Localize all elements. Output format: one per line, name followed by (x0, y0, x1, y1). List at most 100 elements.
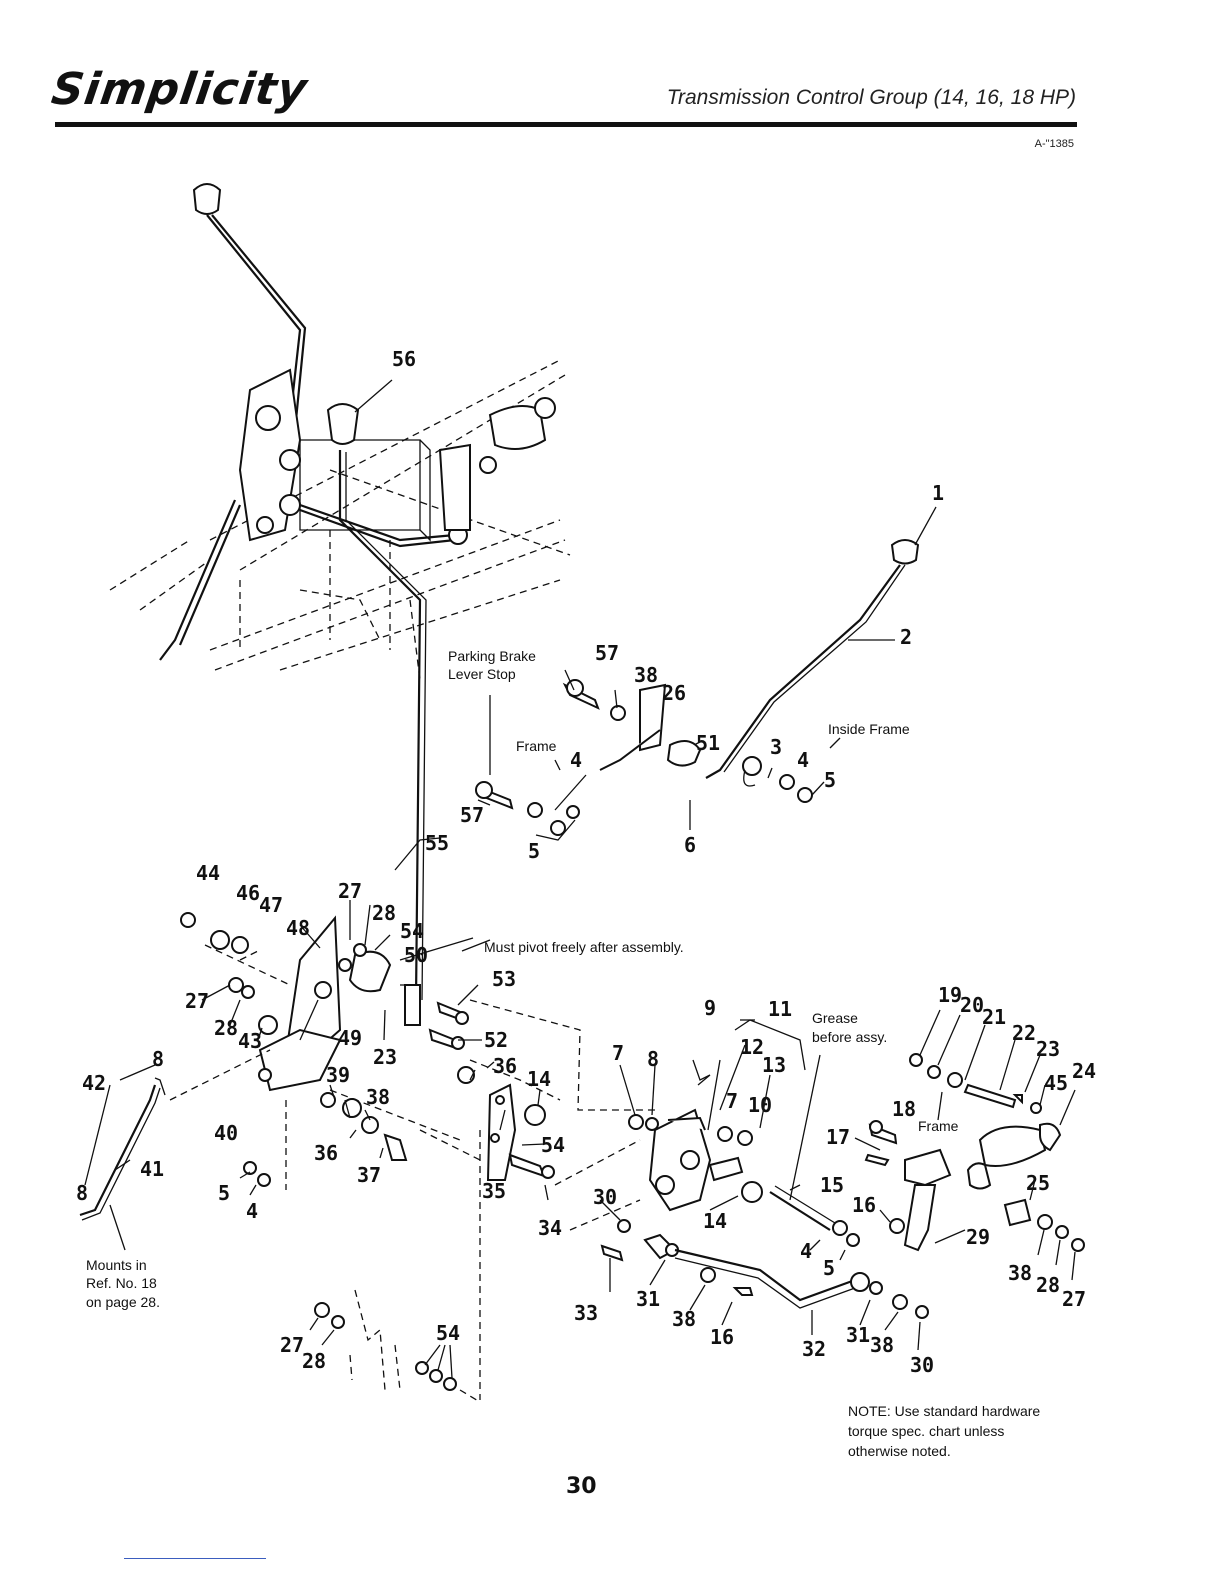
callout: 45 (1044, 1071, 1068, 1095)
note-grease-2: before assy. (812, 1029, 887, 1045)
callout: 8 (152, 1047, 164, 1071)
callout: 55 (425, 831, 449, 855)
note-torque: NOTE: Use standard hardware (848, 1403, 1040, 1419)
note-torque-3: otherwise noted. (848, 1443, 951, 1459)
callout: 38 (366, 1085, 390, 1109)
callout: 34 (538, 1216, 562, 1240)
callout-numbers: 1 2 3 4 5 6 26 51 38 57 57 4 5 56 55 44 … (76, 347, 1096, 1377)
note-parking-brake-2: Lever Stop (448, 666, 516, 682)
callout: 57 (460, 803, 484, 827)
callout: 56 (392, 347, 416, 371)
callout: 6 (684, 833, 696, 857)
callout: 4 (797, 748, 809, 772)
callout: 36 (493, 1054, 517, 1078)
callout: 22 (1012, 1021, 1036, 1045)
callout: 38 (672, 1307, 696, 1331)
callout: 41 (140, 1157, 164, 1181)
callout: 15 (820, 1173, 844, 1197)
callout: 28 (1036, 1273, 1060, 1297)
callout: 12 (740, 1035, 764, 1059)
callout: 16 (710, 1325, 734, 1349)
callout: 44 (196, 861, 220, 885)
note-mounts: Mounts in (86, 1257, 147, 1273)
callout: 14 (703, 1209, 727, 1233)
callout: 11 (768, 997, 792, 1021)
callout: 48 (286, 916, 310, 940)
shift-lever-upper (159, 183, 556, 661)
callout: 10 (748, 1093, 772, 1117)
note-torque-2: torque spec. chart unless (848, 1423, 1004, 1439)
callout: 8 (76, 1181, 88, 1205)
callout: 36 (314, 1141, 338, 1165)
callout: 28 (372, 901, 396, 925)
callout: 5 (824, 768, 836, 792)
callout: 53 (492, 967, 516, 991)
callout: 4 (246, 1199, 258, 1223)
page-number: 30 (566, 1474, 597, 1499)
callout: 54 (541, 1133, 565, 1157)
callout: 5 (528, 839, 540, 863)
callout: 17 (826, 1125, 850, 1149)
callout: 18 (892, 1097, 916, 1121)
callout: 7 (726, 1089, 738, 1113)
callout: 39 (326, 1063, 350, 1087)
right-lever-assembly (854, 1009, 1085, 1281)
header-rule (55, 122, 1077, 127)
callout: 23 (373, 1045, 397, 1069)
callout: 3 (770, 735, 782, 759)
callout: 4 (570, 748, 582, 772)
callout: 16 (852, 1193, 876, 1217)
callout: 14 (527, 1067, 551, 1091)
control-rod-assembly (475, 506, 937, 841)
callout: 38 (870, 1333, 894, 1357)
callout: 1 (932, 481, 944, 505)
bottom-detail-group (309, 1289, 481, 1403)
note-parking-brake: Parking Brake (448, 648, 536, 664)
callout: 30 (593, 1185, 617, 1209)
note-frame-top: Frame (516, 738, 557, 754)
callout: 35 (482, 1179, 506, 1203)
callout: 57 (595, 641, 619, 665)
page-title: Transmission Control Group (14, 16, 18 H… (666, 86, 1076, 109)
callout: 7 (612, 1041, 624, 1065)
callout: 40 (214, 1121, 238, 1145)
callout: 52 (484, 1028, 508, 1052)
callout: 9 (704, 996, 716, 1020)
callout: 8 (647, 1047, 659, 1071)
document-number: A-"1385 (1034, 138, 1074, 150)
main-lever-assembly (169, 379, 660, 1400)
callout: 25 (1026, 1171, 1050, 1195)
callout: 27 (185, 989, 209, 1013)
note-inside-frame: Inside Frame (828, 721, 910, 737)
callout: 5 (823, 1256, 835, 1280)
callout: 50 (404, 943, 428, 967)
callout: 27 (338, 879, 362, 903)
note-mounts-3: on page 28. (86, 1294, 160, 1310)
callout: 29 (966, 1225, 990, 1249)
callout: 24 (1072, 1059, 1096, 1083)
callout: 20 (960, 993, 984, 1017)
center-bracket (619, 1019, 860, 1261)
callout: 42 (82, 1071, 106, 1095)
rod-41-assembly (79, 1064, 166, 1251)
note-frame-right: Frame (918, 1118, 959, 1134)
callout: 27 (280, 1333, 304, 1357)
callout: 30 (910, 1353, 934, 1377)
callout: 46 (236, 881, 260, 905)
callout: 23 (1036, 1037, 1060, 1061)
callout: 21 (982, 1005, 1006, 1029)
diagram-notes: Parking Brake Lever Stop Frame Inside Fr… (86, 648, 1040, 1459)
callout: 26 (662, 681, 686, 705)
callout: 31 (846, 1323, 870, 1347)
callout: 27 (1062, 1287, 1086, 1311)
callout: 13 (762, 1053, 786, 1077)
note-grease: Grease (812, 1010, 858, 1026)
callout: 37 (357, 1163, 381, 1187)
callout: 5 (218, 1181, 230, 1205)
callout: 47 (259, 893, 283, 917)
callout: 54 (436, 1321, 460, 1345)
callout: 38 (1008, 1261, 1032, 1285)
callout: 49 (338, 1026, 362, 1050)
link-rod-32 (599, 1199, 929, 1351)
